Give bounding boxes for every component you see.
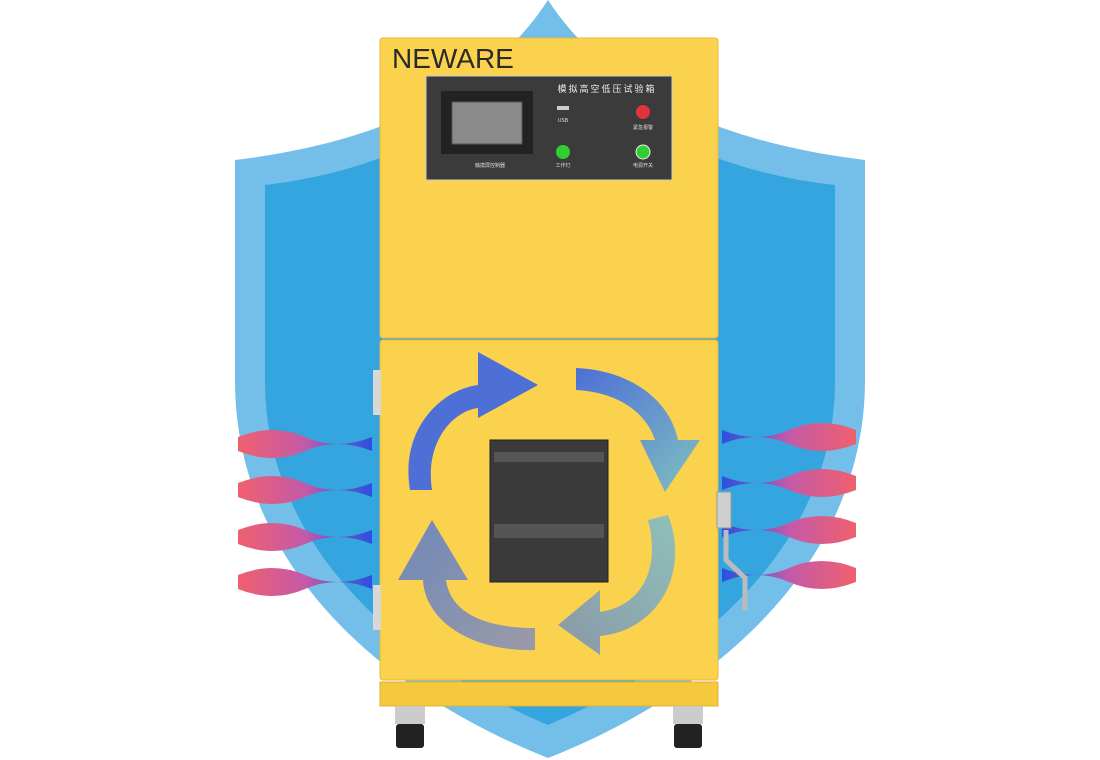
power-label: 电源开关 — [633, 162, 653, 169]
work-light-indicator — [556, 145, 570, 159]
work-light-label: 工作灯 — [555, 162, 570, 169]
circulation-arrows-icon — [398, 352, 700, 655]
alarm-button[interactable] — [636, 105, 650, 119]
usb-label: USB — [558, 118, 569, 124]
hinge-bottom — [373, 585, 381, 630]
hinge-top — [373, 370, 381, 415]
wheel-right — [673, 706, 703, 748]
usb-port-icon[interactable] — [557, 106, 569, 110]
control-panel: 触摸屏控制器 模拟高空低压试验箱 USB 紧急报警 工作灯 电源开关 — [425, 75, 673, 181]
wheel-left — [395, 706, 425, 748]
power-switch[interactable] — [635, 144, 651, 160]
touchscreen-label: 触摸屏控制器 — [475, 162, 505, 169]
observation-window — [489, 439, 609, 583]
heat-waves-right — [722, 423, 856, 589]
alarm-label: 紧急报警 — [633, 124, 653, 131]
brand-logo: NEWARE — [392, 43, 514, 74]
heat-waves-left — [238, 430, 372, 596]
door-handle[interactable] — [716, 491, 748, 610]
panel-title: 模拟高空低压试验箱 — [557, 83, 656, 95]
